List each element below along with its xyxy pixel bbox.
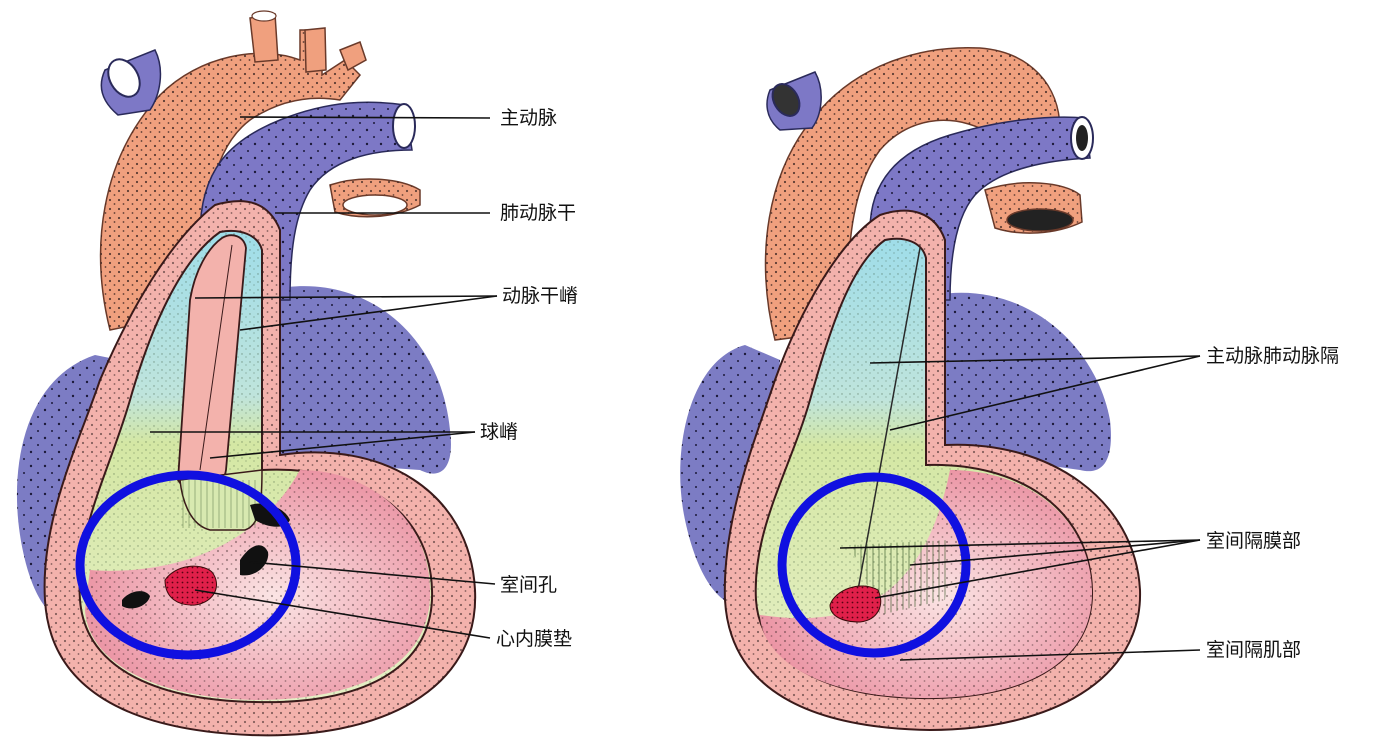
left-heart [17, 11, 475, 735]
left-heart-endocardial-cushion [165, 566, 217, 605]
label-endocardial-cushion: 心内膜垫 [496, 627, 572, 651]
label-aorta: 主动脉 [500, 106, 557, 130]
label-bulbar-ridges: 球嵴 [480, 420, 518, 444]
label-pulmonary-trunk: 肺动脉干 [500, 201, 576, 225]
label-truncal-ridges: 动脉干嵴 [502, 284, 578, 308]
label-muscular-septum: 室间隔肌部 [1206, 638, 1301, 662]
label-interventricular-foramen: 室间孔 [500, 573, 557, 597]
right-heart [680, 48, 1140, 730]
label-aorticopulmonary-septum: 主动脉肺动脉隔 [1206, 344, 1339, 368]
label-membranous-septum: 室间隔膜部 [1206, 529, 1301, 553]
